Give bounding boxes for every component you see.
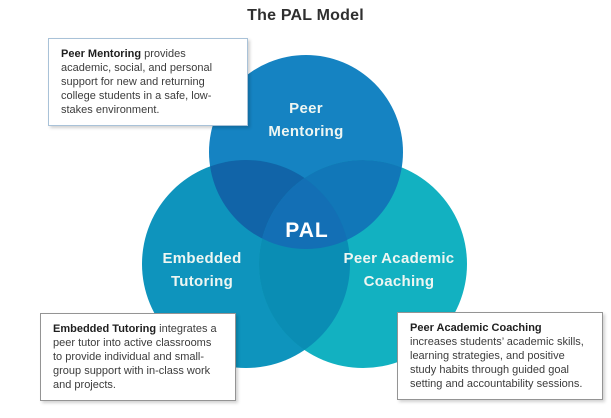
callout-peer-academic-coaching: Peer Academic Coaching increases student… bbox=[397, 312, 603, 400]
callout-lead: Peer Academic Coaching bbox=[410, 322, 542, 334]
callout-body: integrates a peer tutor into active clas… bbox=[53, 323, 217, 391]
callout-lead: Embedded Tutoring bbox=[53, 323, 157, 335]
label-line: Peer Academic bbox=[343, 250, 455, 267]
label-line: Coaching bbox=[363, 273, 435, 290]
label-line: Embedded bbox=[162, 250, 242, 267]
label-embedded-tutoring: Embedded Tutoring bbox=[162, 247, 241, 293]
callout-peer-mentoring: Peer Mentoring provides academic, social… bbox=[48, 38, 248, 126]
callout-body: increases students’ academic skills, lea… bbox=[410, 336, 584, 390]
label-line: Peer bbox=[289, 100, 323, 117]
callout-embedded-tutoring: Embedded Tutoring integrates a peer tuto… bbox=[40, 313, 236, 401]
label-line: Tutoring bbox=[170, 273, 234, 290]
overlap-center bbox=[259, 160, 350, 249]
label-line: Mentoring bbox=[268, 123, 344, 140]
label-pal: PAL bbox=[285, 219, 329, 242]
label-peer-mentoring: Peer Mentoring bbox=[268, 97, 343, 143]
label-peer-academic-coaching: Peer Academic Coaching bbox=[344, 247, 455, 293]
figure-title: The PAL Model bbox=[247, 7, 364, 24]
callout-body: provides academic, social, and personal … bbox=[61, 48, 213, 116]
callout-lead: Peer Mentoring bbox=[61, 48, 142, 60]
